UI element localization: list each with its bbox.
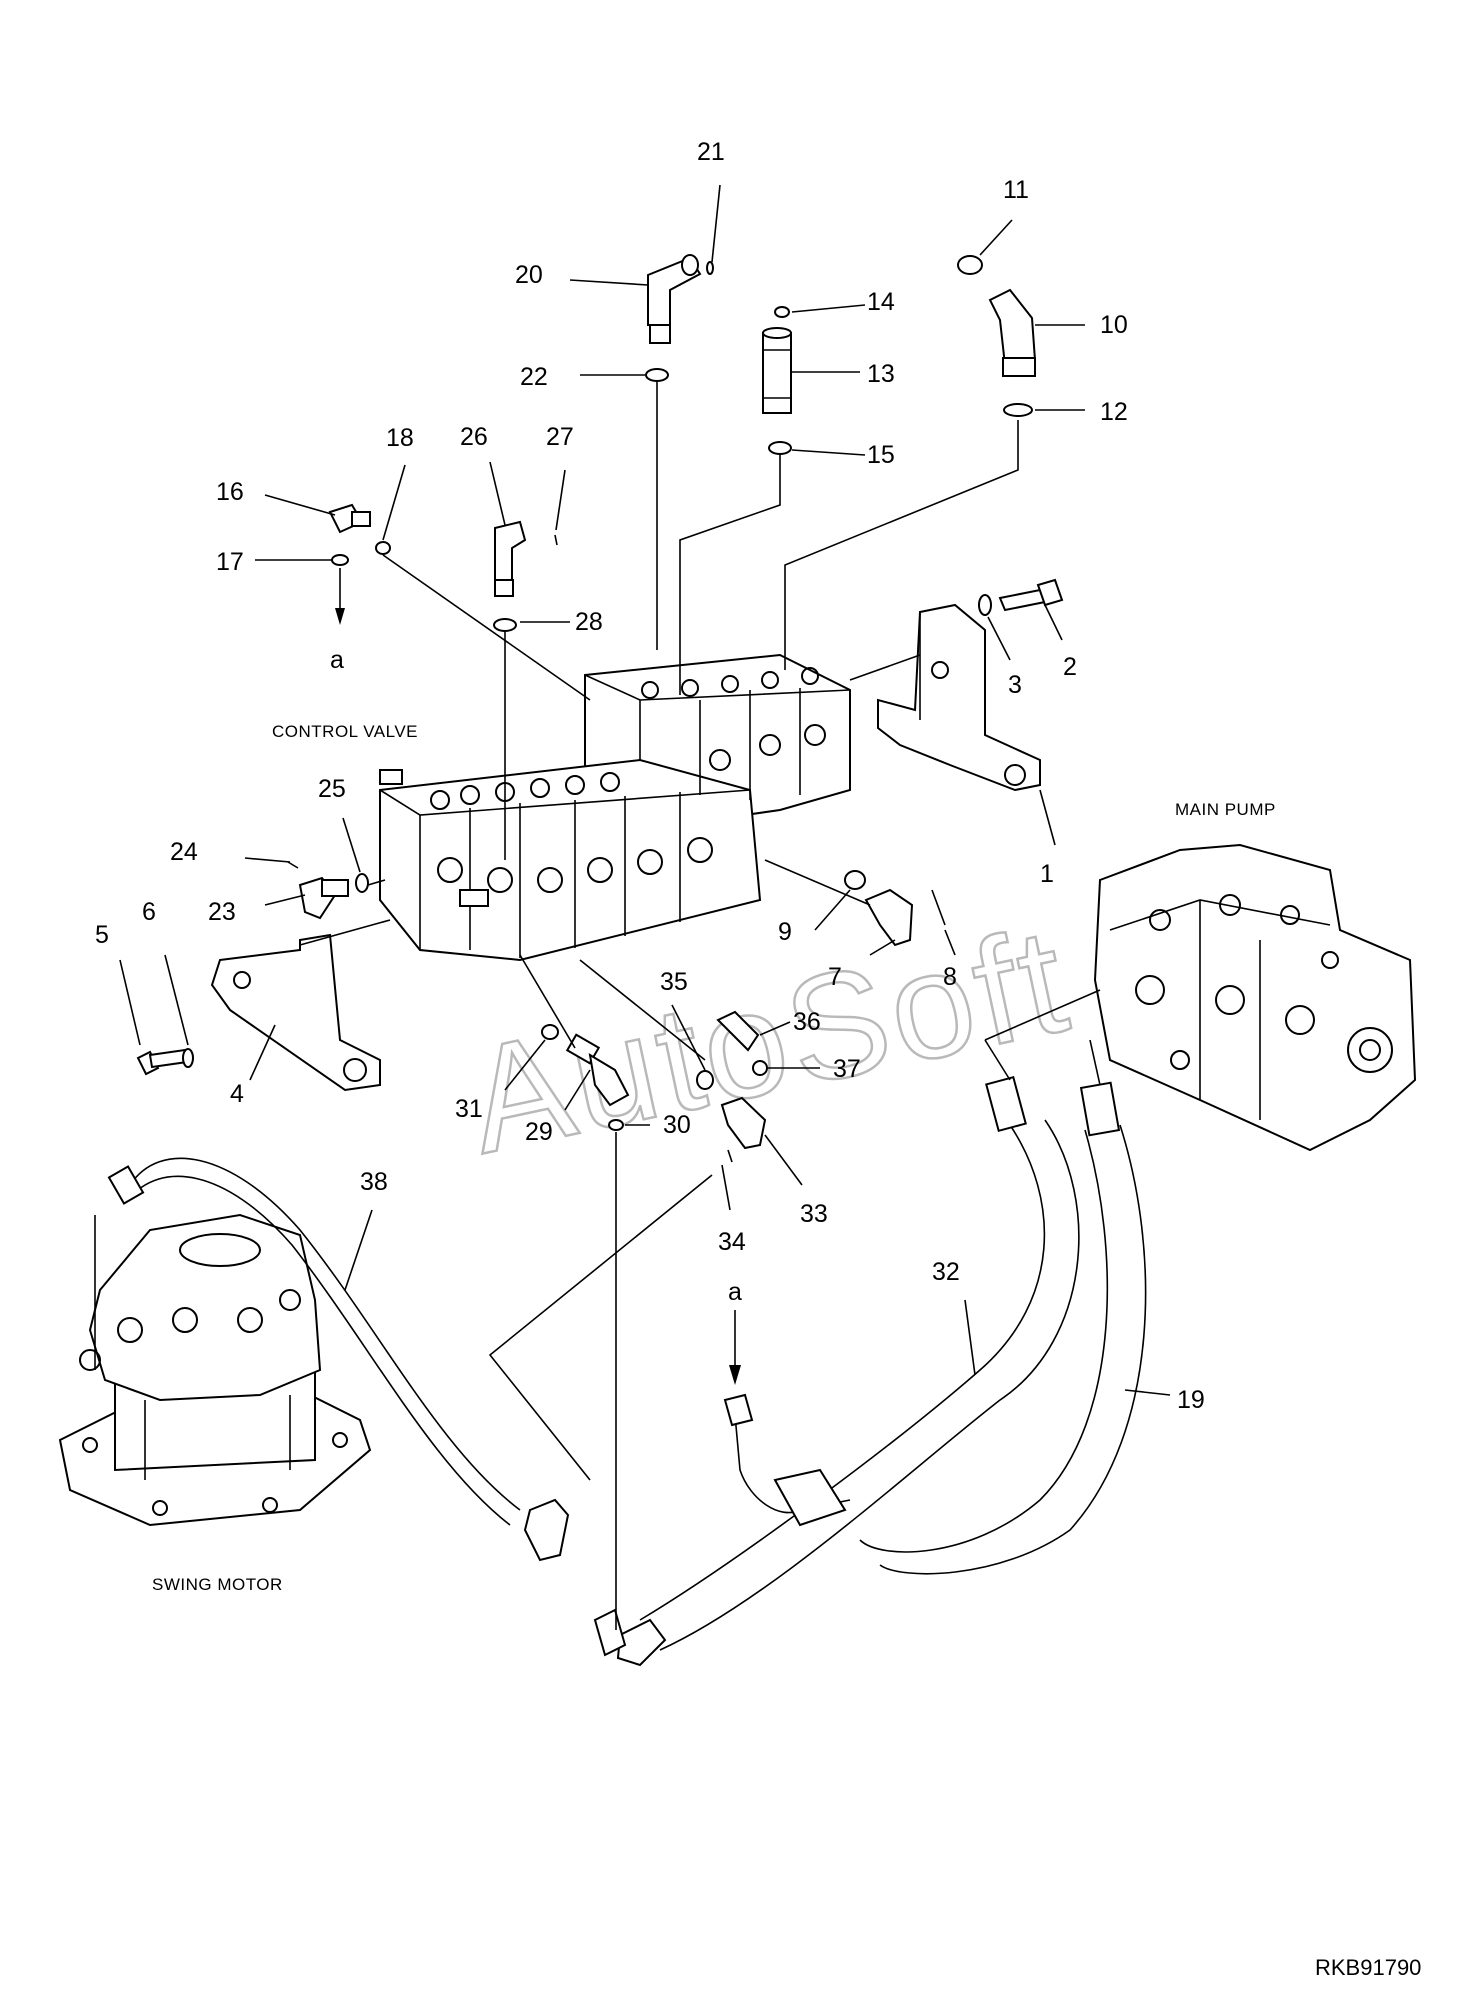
callout-14: 14 bbox=[867, 288, 895, 316]
elbow-fitting-part-16 bbox=[328, 503, 371, 534]
callout-29: 29 bbox=[525, 1118, 553, 1146]
o-ring-part-11 bbox=[957, 255, 983, 275]
callout-32: 32 bbox=[932, 1258, 960, 1286]
drawing-code: RKB91790 bbox=[1315, 1955, 1421, 1980]
callout-13: 13 bbox=[867, 360, 895, 388]
callout-37: 37 bbox=[833, 1055, 861, 1083]
o-ring-part-28 bbox=[493, 618, 517, 632]
bracket-part-4 bbox=[210, 933, 381, 1092]
pipe-to-connector-a bbox=[723, 1393, 851, 1527]
o-ring-part-15 bbox=[768, 441, 792, 455]
callout-25: 25 bbox=[318, 775, 346, 803]
callout-6: 6 bbox=[142, 898, 156, 926]
bolt-part-2 bbox=[998, 578, 1064, 612]
o-ring-part-12 bbox=[1003, 403, 1033, 417]
callout-20: 20 bbox=[515, 261, 543, 289]
bracket-part-1 bbox=[877, 603, 1041, 792]
control-valve-drawing bbox=[379, 653, 851, 962]
swing-motor-label: SWING MOTOR bbox=[152, 1575, 283, 1594]
o-ring-part-22 bbox=[645, 368, 669, 382]
fitting-part-36 bbox=[716, 1010, 760, 1052]
callout-35: 35 bbox=[660, 968, 688, 996]
callout-22: 22 bbox=[520, 363, 548, 391]
callout-28: 28 bbox=[575, 608, 603, 636]
o-ring-part-21 bbox=[706, 261, 714, 275]
swing-motor-drawing bbox=[58, 1213, 372, 1527]
callout-31: 31 bbox=[455, 1095, 483, 1123]
callout-19: 19 bbox=[1177, 1386, 1205, 1414]
elbow-fitting-part-29 bbox=[565, 1033, 630, 1107]
o-ring-part-14 bbox=[774, 306, 790, 318]
callout-34: 34 bbox=[718, 1228, 746, 1256]
washer-part-3 bbox=[978, 594, 992, 616]
callout-16: 16 bbox=[216, 478, 244, 506]
valve-part-13 bbox=[762, 327, 792, 414]
hose-part-19 bbox=[859, 1081, 1147, 1575]
o-ring-part-9 bbox=[844, 870, 866, 890]
hose-part-32 bbox=[593, 1075, 1080, 1667]
o-ring-part-18 bbox=[375, 541, 391, 555]
callout-11: 11 bbox=[1003, 176, 1029, 204]
callout-33: 33 bbox=[800, 1200, 828, 1228]
washer-part-6 bbox=[182, 1048, 194, 1068]
pin-part-27 bbox=[554, 534, 558, 546]
control-valve-label: CONTROL VALVE bbox=[272, 722, 418, 741]
o-ring-part-35 bbox=[696, 1070, 714, 1090]
callout-4: 4 bbox=[230, 1080, 244, 1108]
pin-part-34 bbox=[727, 1149, 733, 1163]
elbow-fitting-part-26 bbox=[494, 520, 527, 597]
callout-5: 5 bbox=[95, 921, 109, 949]
o-ring-part-37 bbox=[752, 1060, 768, 1076]
callout-9: 9 bbox=[778, 918, 792, 946]
elbow-fitting-part-20 bbox=[647, 254, 702, 344]
elbow-fitting-part-7 bbox=[864, 888, 914, 947]
hose-part-38 bbox=[107, 1157, 570, 1562]
pin-part-24 bbox=[287, 861, 299, 869]
callout-21: 21 bbox=[697, 138, 725, 166]
callout-17: 17 bbox=[216, 548, 244, 576]
o-ring-part-30 bbox=[608, 1119, 624, 1131]
pin-part-8 bbox=[931, 889, 946, 926]
callout-12: 12 bbox=[1100, 398, 1128, 426]
o-ring-part-31 bbox=[541, 1024, 559, 1040]
bolt-part-5 bbox=[136, 1048, 189, 1076]
leader-lines bbox=[94, 184, 1171, 1630]
callout-18: 18 bbox=[386, 424, 414, 452]
callout-24: 24 bbox=[170, 838, 198, 866]
elbow-fitting-part-23 bbox=[298, 876, 349, 920]
callout-2: 2 bbox=[1063, 653, 1077, 681]
callout-1: 1 bbox=[1040, 860, 1054, 888]
callout-26: 26 bbox=[460, 423, 488, 451]
elbow-fitting-part-10 bbox=[988, 288, 1037, 377]
callout-27: 27 bbox=[546, 423, 574, 451]
callout-3: 3 bbox=[1008, 671, 1022, 699]
callout-8: 8 bbox=[943, 963, 957, 991]
callout-7: 7 bbox=[828, 963, 842, 991]
tee-fitting-part-33 bbox=[720, 1096, 767, 1150]
callout-15: 15 bbox=[867, 441, 895, 469]
connector-ref-a-upper: a bbox=[330, 646, 344, 674]
connector-ref-a-lower: a bbox=[728, 1278, 742, 1306]
o-ring-part-17 bbox=[331, 554, 349, 566]
callout-30: 30 bbox=[663, 1111, 691, 1139]
callout-36: 36 bbox=[793, 1008, 821, 1036]
o-ring-part-25 bbox=[355, 873, 369, 893]
callout-23: 23 bbox=[208, 898, 236, 926]
main-pump-label: MAIN PUMP bbox=[1175, 800, 1276, 819]
callout-10: 10 bbox=[1100, 311, 1128, 339]
main-pump-drawing bbox=[1093, 843, 1417, 1152]
callout-38: 38 bbox=[360, 1168, 388, 1196]
